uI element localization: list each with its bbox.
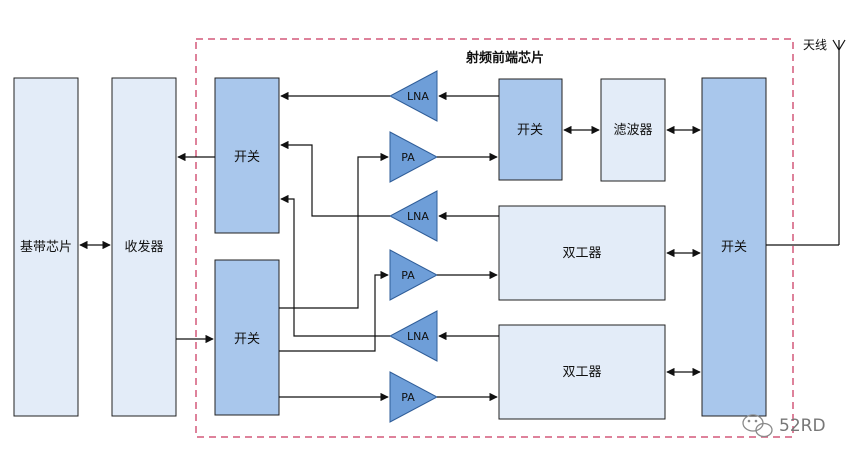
- wechat-icon: [742, 414, 773, 438]
- pa-3-icon: [389, 371, 439, 423]
- pa-2-label: PA: [401, 269, 415, 282]
- pa-1-icon: [389, 131, 439, 183]
- rx-switch-block: [214, 77, 280, 234]
- duplexer-block-2: [498, 324, 666, 420]
- pa-3-label: PA: [401, 391, 415, 404]
- antenna-switch-block: [701, 77, 767, 417]
- rf-frontend-title: 射频前端芯片: [465, 50, 544, 66]
- connections: [79, 91, 839, 402]
- tx-switch-block: [214, 259, 280, 416]
- band-switch-block: [498, 78, 563, 181]
- rf-frontend-frame: [195, 38, 794, 438]
- lna-1-icon: [388, 70, 438, 122]
- duplexer-label-2: 双工器: [562, 365, 601, 380]
- antenna-icon: [832, 39, 846, 245]
- baseband-chip-block: [13, 77, 79, 417]
- baseband-chip-label: 基带芯片: [20, 240, 72, 255]
- lna-3-icon: [388, 310, 438, 362]
- rx-switch-label: 开关: [234, 150, 260, 165]
- pa-1-label: PA: [401, 151, 415, 164]
- filter-block: [600, 78, 666, 182]
- lna-2-label: LNA: [407, 210, 429, 223]
- duplexer-block-1: [498, 205, 666, 301]
- antenna-label: 天线: [803, 38, 827, 52]
- duplexer-label-1: 双工器: [562, 246, 601, 261]
- lna-1-label: LNA: [407, 90, 429, 103]
- antenna-switch-label: 开关: [721, 240, 747, 255]
- tx-switch-label: 开关: [234, 332, 260, 347]
- band-switch-label: 开关: [517, 123, 543, 138]
- transceiver-label: 收发器: [124, 239, 163, 255]
- lna-3-label: LNA: [407, 330, 429, 343]
- filter-label: 滤波器: [613, 123, 652, 138]
- lna-2-icon: [388, 190, 438, 242]
- pa-2-icon: [389, 249, 439, 301]
- transceiver-block: [111, 77, 177, 417]
- watermark-text: 52RD: [779, 416, 826, 436]
